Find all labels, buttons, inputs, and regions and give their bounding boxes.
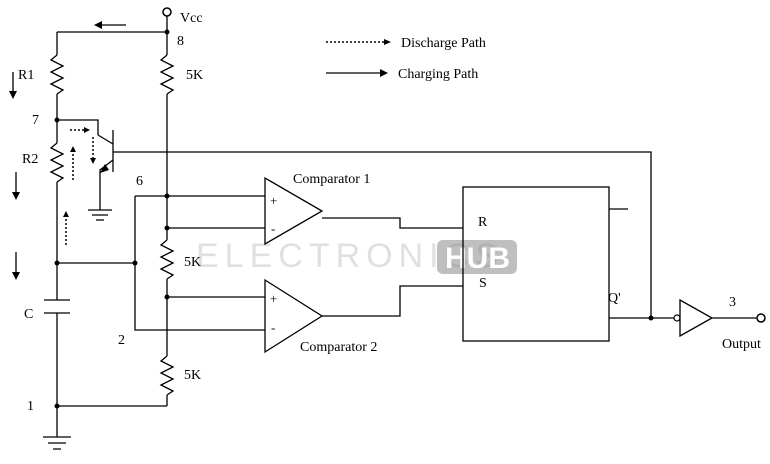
transistor-ground (88, 209, 112, 221)
ff-s-label: S (479, 276, 487, 291)
res-5k-bot (159, 355, 175, 396)
flip-flop: R S Q' (462, 186, 628, 342)
vcc-terminal-circle (162, 7, 172, 17)
capacitor-c (44, 299, 70, 406)
ground-symbol (43, 406, 71, 450)
pin1-label: 1 (27, 399, 34, 414)
charging-arrow-r2 (12, 172, 20, 200)
watermark-badge-text: HUB (445, 242, 510, 275)
comp2-plus-sign: + (270, 291, 277, 306)
comp1-minus-sign: - (271, 221, 275, 236)
vcc-label: Vcc (180, 11, 203, 26)
top-rail-wire (57, 16, 168, 33)
charging-arrow-r1 (9, 72, 17, 99)
comparator-1: + - (264, 176, 324, 246)
r2-label: R2 (22, 152, 38, 167)
junction-pin2 (132, 260, 138, 266)
comparator-2: + - (264, 278, 324, 354)
res-bot-label: 5K (184, 368, 201, 383)
ff-r-label: R (478, 215, 488, 230)
res-5k-mid (159, 239, 175, 280)
watermark: ELECTRONICS HUB (196, 237, 517, 275)
res-mid-label: 5K (184, 255, 201, 270)
comp1-output-wire (322, 217, 463, 229)
comp2-output-wire (322, 285, 463, 317)
discharge-path-arrows (63, 127, 96, 245)
pin8-label: 8 (177, 34, 184, 49)
pin2-label: 2 (118, 333, 125, 348)
pin7-label: 7 (32, 113, 39, 128)
r1-resistor (49, 54, 65, 95)
legend-charging-label: Charging Path (398, 67, 478, 82)
output-label: Output (722, 337, 761, 352)
legend-discharge-label: Discharge Path (401, 36, 486, 51)
pin6-label: 6 (136, 174, 143, 189)
comp2-label: Comparator 2 (300, 340, 377, 355)
pin3-label: 3 (729, 295, 736, 310)
watermark-badge (437, 240, 517, 274)
res-5k-top (159, 54, 175, 95)
comp2-minus-wire (134, 196, 265, 331)
ff-qbar-label: Q' (608, 291, 621, 306)
discharge-transistor (57, 119, 652, 318)
cap-label: C (24, 307, 33, 322)
charging-arrow-c (12, 252, 20, 280)
vcc-terminal: Vcc 8 (162, 7, 203, 49)
res-top-label: 5K (186, 68, 203, 83)
r1-label: R1 (18, 68, 34, 83)
output-inverter (673, 298, 766, 338)
legend: Discharge Path Charging Path (326, 36, 486, 82)
comp1-plus-sign: + (270, 193, 277, 208)
comp2-minus-sign: - (271, 320, 275, 335)
charging-arrow-top (94, 21, 126, 29)
r2-resistor (49, 142, 65, 183)
comp1-label: Comparator 1 (293, 172, 370, 187)
junction-qbar (648, 315, 654, 321)
